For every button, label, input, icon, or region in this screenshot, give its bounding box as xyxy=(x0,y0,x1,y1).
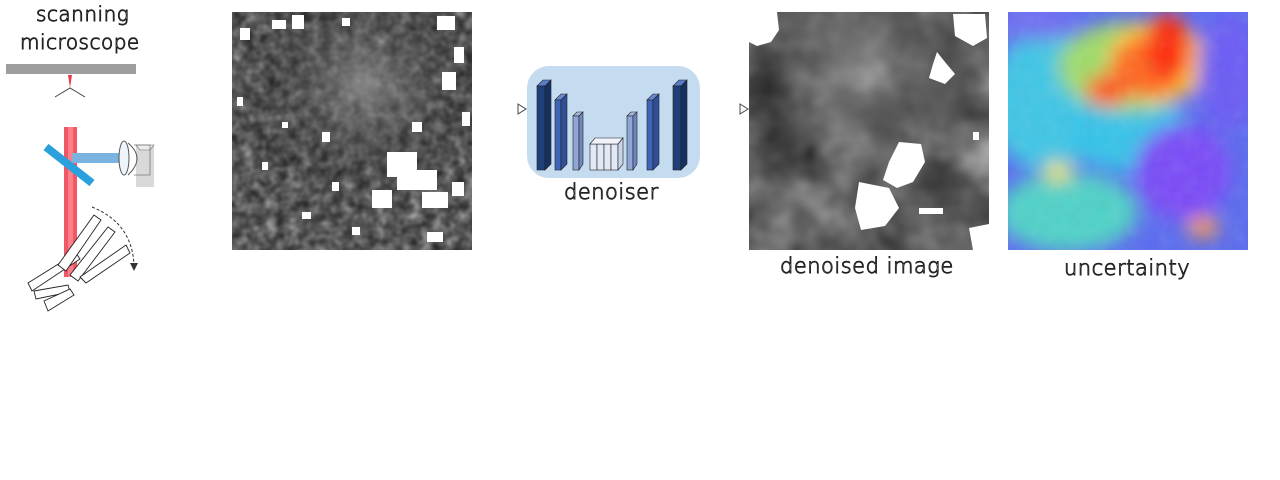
microscope-schematic xyxy=(0,55,175,325)
dichroic-mirror xyxy=(43,143,95,187)
microscope-label-line2: microscope xyxy=(20,30,140,55)
detection-beam xyxy=(72,153,122,163)
rotation-arrow xyxy=(91,206,135,266)
microscope-label-line1: scanning xyxy=(36,2,130,27)
arrow-to-denoiser xyxy=(517,103,529,115)
scan-mirror xyxy=(27,214,131,312)
noisy-input-image xyxy=(232,12,472,250)
denoiser-label: denoiser xyxy=(564,180,659,205)
arrow-to-output xyxy=(739,103,751,115)
uncertainty-map xyxy=(1008,12,1248,250)
detector xyxy=(136,145,154,187)
denoised-image xyxy=(749,12,989,250)
focus-spot xyxy=(68,75,72,88)
denoised-image-label: denoised image xyxy=(780,254,954,279)
sample-stage xyxy=(6,64,136,74)
unet-diagram xyxy=(527,66,700,178)
uncertainty-label: uncertainty xyxy=(1064,256,1191,281)
objective-lens xyxy=(54,87,86,98)
detector-lens xyxy=(118,140,130,176)
